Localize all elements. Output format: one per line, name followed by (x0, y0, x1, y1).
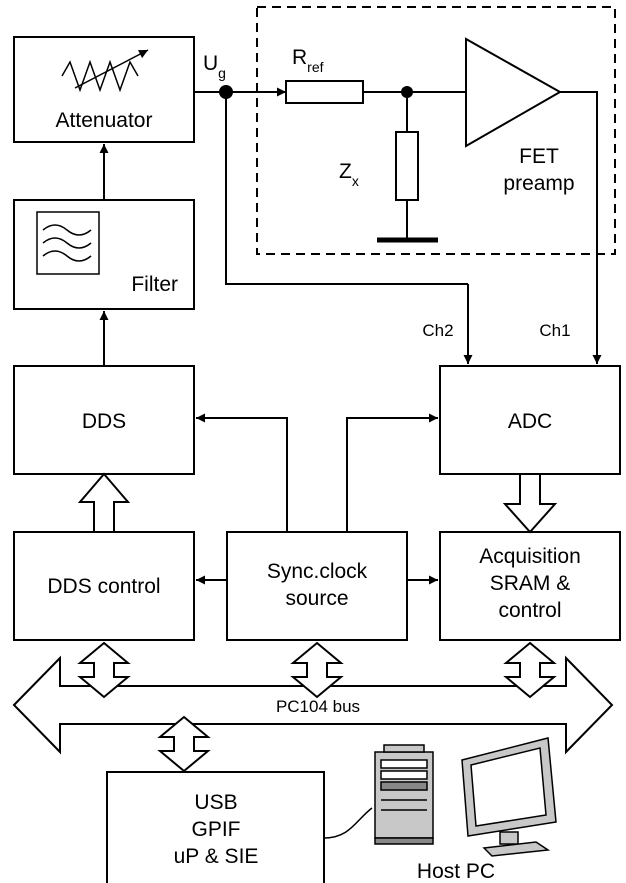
filter-symbol-icon (36, 211, 100, 275)
adc-label: ADC (508, 410, 552, 433)
bus-label: PC104 bus (276, 697, 360, 716)
sync-clock-block (226, 531, 408, 641)
zx-junction-dot (401, 86, 413, 98)
preamp-to-ch1-wire (560, 91, 598, 284)
host-pc-label: Host PC (417, 860, 495, 883)
fet-label-line2: preamp (503, 172, 574, 195)
rref-resistor (285, 80, 364, 104)
pc-tower-icon (374, 744, 434, 845)
dds-control-bus-connector (77, 641, 131, 699)
attenuator-block (13, 36, 195, 143)
zx-label: Zx (339, 160, 359, 189)
ch1-label: Ch1 (539, 321, 570, 340)
acquisition-label-line2: SRAM & (490, 572, 571, 595)
usb-label-line2: GPIF (191, 818, 240, 841)
zx-impedance (395, 131, 419, 201)
ug-label: Ug (203, 52, 226, 81)
ch2-label: Ch2 (422, 321, 453, 340)
acquisition-bus-connector (503, 641, 557, 699)
ug-junction-dot (219, 85, 233, 99)
usb-label-line1: USB (194, 791, 237, 814)
usb-block (106, 771, 325, 883)
acquisition-label-line3: control (498, 599, 561, 622)
filter-label: Filter (131, 273, 178, 296)
clock-to-dds-arrow (196, 413, 288, 532)
rref-label: Rref (292, 46, 324, 75)
pc104-bus-arrow (12, 655, 614, 755)
measurement-head-boundary (256, 6, 616, 255)
amplifier-triangle-icon (465, 37, 563, 148)
acquisition-label-line1: Acquisition (479, 545, 581, 568)
sync-clock-label-line2: source (285, 587, 348, 610)
ug-to-ch2-wire (225, 92, 468, 285)
sync-clock-label-line1: Sync.clock (267, 560, 368, 583)
monitor-icon (461, 737, 557, 857)
usb-cable (323, 807, 373, 839)
dds-label: DDS (82, 410, 126, 433)
adc-to-acquisition-hollow-arrow (502, 473, 558, 534)
dds-control-to-dds-hollow-arrow (77, 472, 131, 533)
usb-bus-connector (157, 715, 211, 773)
sync-clock-bus-connector (290, 641, 344, 699)
attenuator-symbol-icon (61, 49, 149, 93)
clock-to-adc-arrow (346, 413, 438, 532)
usb-label-line3: uP & SIE (174, 845, 259, 868)
dds-control-label: DDS control (47, 575, 160, 598)
attenuator-label: Attenuator (56, 109, 153, 132)
fet-label-line1: FET (519, 145, 559, 168)
